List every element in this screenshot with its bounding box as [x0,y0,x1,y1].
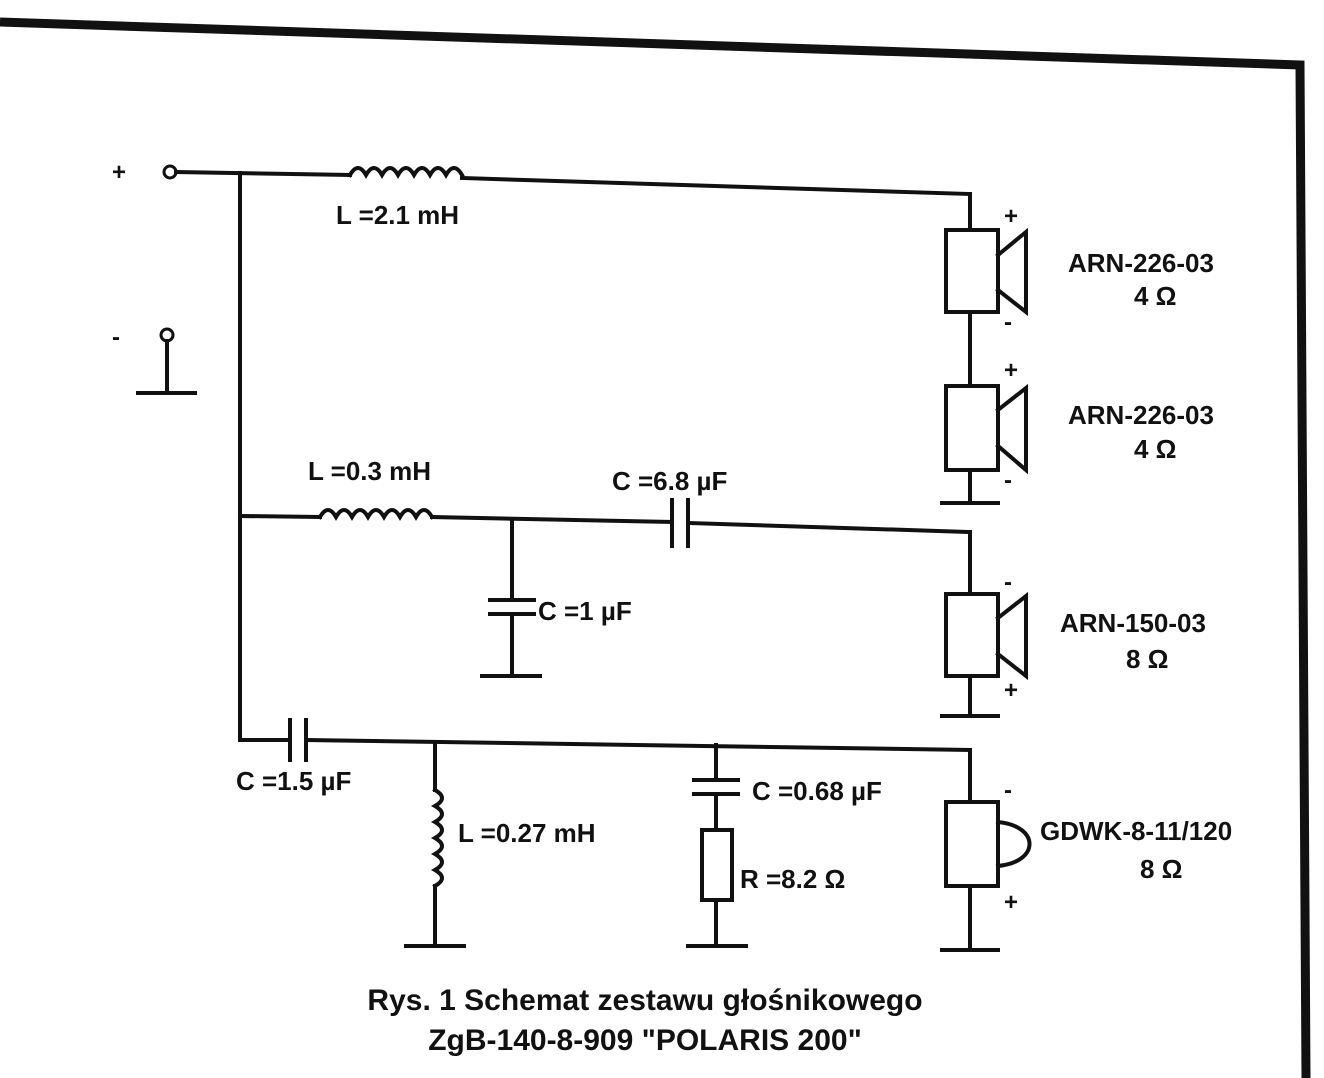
speaker-1-impedance: 4 Ω [1134,281,1177,311]
caption-line-1: Rys. 1 Schemat zestawu głośnikowego [367,984,922,1017]
speaker-1 [944,227,1028,317]
speaker-4-model: GDWK-8-11/120 [1040,816,1232,846]
speaker-4-minus: - [1004,777,1012,804]
speaker-3-minus: - [1004,569,1012,596]
inductor-L1 [317,508,435,522]
speaker-2-impedance: 4 Ω [1134,434,1177,464]
speaker-1-plus: + [1004,203,1018,230]
speaker-2-model: ARN-226-03 [1068,400,1214,430]
speaker-2-plus: + [1004,357,1018,384]
inductor-L [347,166,465,180]
speaker-1-minus: - [1004,309,1012,336]
minus-terminal-sign: - [112,324,120,351]
speaker-4 [944,800,1032,888]
speaker-3-model: ARN-150-03 [1060,608,1206,638]
label-C: C =1.5 µF [236,766,351,796]
label-L3: L =0.27 mH [458,818,596,848]
speaker-1-model: ARN-226-03 [1068,248,1214,278]
resistor-R1 [700,828,734,902]
speaker-2-minus: - [1004,467,1012,494]
speaker-3 [944,591,1028,681]
speaker-4-impedance: 8 Ω [1140,854,1183,884]
speaker-3-impedance: 8 Ω [1126,644,1169,674]
label-R1: R =8.2 Ω [740,864,845,894]
label-C4: C =0.68 µF [752,776,882,806]
label-L: L =2.1 mH [336,200,459,230]
label-L1: L =0.3 mH [308,456,431,486]
label-C2: C =6.8 µF [612,466,727,496]
speaker-4-plus: + [1004,889,1018,916]
caption-line-2: ZgB-140-8-909 "POLARIS 200" [428,1024,862,1057]
plus-terminal-sign: + [112,159,126,186]
inductor-L3 [430,787,444,889]
speaker-2 [944,383,1028,475]
label-C1: C =1 µF [538,596,632,626]
page-border [0,17,1311,1078]
speaker-3-plus: + [1004,677,1018,704]
